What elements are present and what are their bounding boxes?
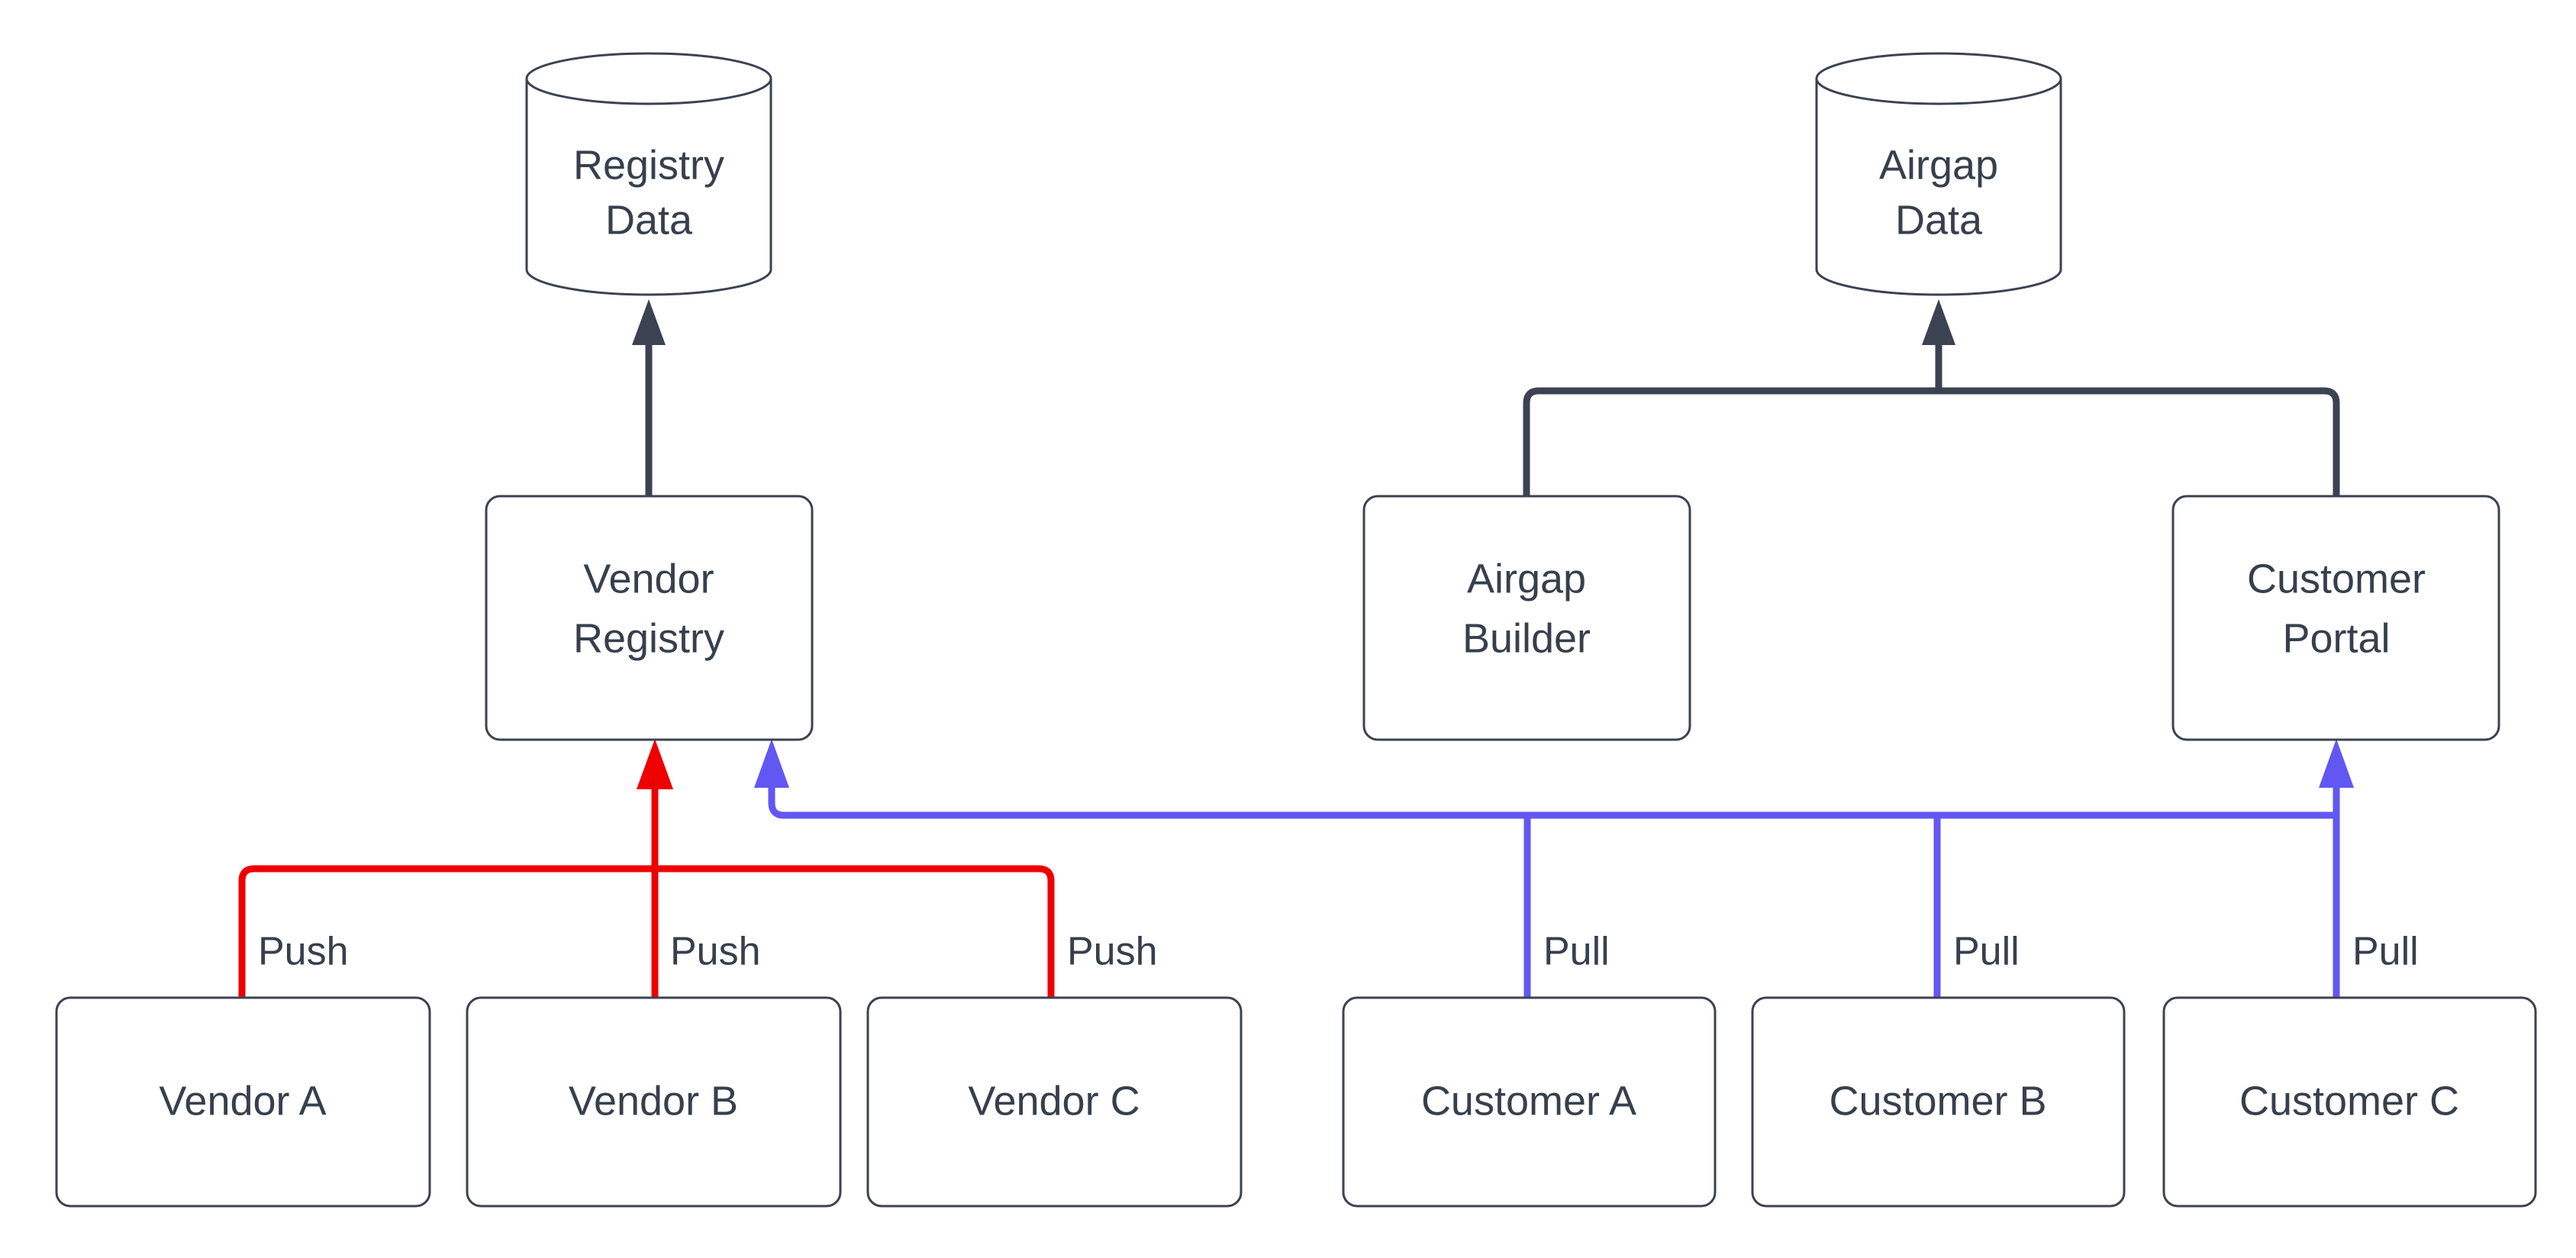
actor-customer-a[interactable]: Customer A [1342,996,1717,1208]
edge-label-customer-b-pull: Pull [1953,930,2020,974]
actor-vendor-b-label: Vendor B [569,1078,738,1124]
service-customer-portal-label-line2: Portal [2282,615,2390,661]
datastore-airgap-data-label-line1: Airgap [1879,142,1998,188]
service-vendor-registry-label-line2: Registry [573,615,724,661]
actor-vendor-a-label: Vendor A [159,1078,326,1124]
service-airgap-builder[interactable]: Airgap Builder [1362,495,1691,741]
datastore-registry-data-label-line2: Data [605,197,693,243]
actor-vendor-a[interactable]: Vendor A [55,996,431,1208]
service-airgap-builder-label-line2: Builder [1462,615,1591,661]
edge-vendor-registry-to-registry-data [632,299,666,496]
actor-customer-c-label: Customer C [2239,1078,2459,1124]
edge-label-customer-c-pull: Pull [2352,930,2419,974]
edge-pull-bus-to-vendor-registry [754,739,789,788]
edge-airgap-builder-to-airgap-data [1523,387,1939,496]
actor-vendor-c-label: Vendor C [968,1078,1140,1124]
edge-airgap-bus-to-airgap-data [1922,299,1955,391]
edge-pull-bus-horizontal [768,771,2336,819]
actor-customer-c[interactable]: Customer C [2162,996,2537,1208]
actor-customer-a-label: Customer A [1421,1078,1636,1124]
datastore-airgap-data-label-line2: Data [1895,197,1983,243]
edge-label-vendor-c-push: Push [1067,930,1158,974]
service-airgap-builder-label-line1: Airgap [1467,556,1586,602]
actor-vendor-c[interactable]: Vendor C [866,996,1243,1208]
actor-customer-b[interactable]: Customer B [1751,996,2126,1208]
actor-customer-b-label: Customer B [1829,1078,2046,1124]
datastore-airgap-data[interactable]: Airgap Data [1815,52,2062,296]
actor-vendor-b[interactable]: Vendor B [466,996,842,1208]
service-vendor-registry-label-line1: Vendor [583,556,714,602]
edge-vendor-c-push [655,865,1055,998]
edge-customer-c-pull [2319,739,2354,998]
edge-push-bus-to-vendor-registry [637,739,673,869]
edge-label-customer-a-pull: Pull [1543,930,1610,974]
service-customer-portal[interactable]: Customer Portal [2171,495,2500,741]
service-customer-portal-label-line1: Customer [2247,556,2426,602]
edge-customer-portal-to-airgap-data [1939,387,2340,496]
edge-vendor-a-push [238,865,655,998]
datastore-registry-data-label-line1: Registry [573,142,724,188]
edge-label-vendor-b-push: Push [670,930,761,974]
service-vendor-registry[interactable]: Vendor Registry [485,495,814,741]
datastore-registry-data[interactable]: Registry Data [525,52,772,296]
edge-label-vendor-a-push: Push [258,930,349,974]
